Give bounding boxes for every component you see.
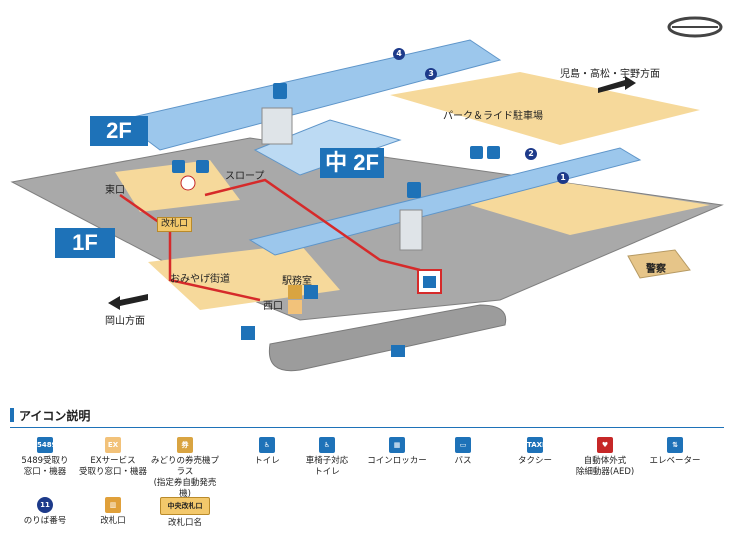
platform-number-4: 4 (393, 48, 405, 60)
aed-icon (180, 175, 196, 191)
toilet-icon: ♿ (259, 437, 275, 453)
legend-item: ♿ トイレ (232, 437, 302, 467)
floor-mid2f-slab (253, 119, 402, 176)
parking-area-lower (470, 175, 710, 235)
police-area (627, 249, 691, 279)
jr-logo-icon (667, 16, 723, 38)
ex-service-icon (288, 300, 302, 314)
legend-label: タクシー (517, 456, 552, 466)
elevator-icon (407, 182, 421, 198)
stairs-lower (399, 209, 423, 251)
platform-number-icon: 11 (37, 497, 53, 513)
gate-icon: ▥ (105, 497, 121, 513)
stairs-upper (261, 107, 293, 145)
platform-number-3: 3 (425, 68, 437, 80)
legend-item: 中央改札口改札口名 (150, 497, 220, 529)
label-omiyage: おみやげ街道 (170, 274, 230, 285)
coin-locker-icon: ▦ (389, 437, 405, 453)
legend-label: 車椅子対応 トイレ (305, 456, 349, 477)
taxi-icon (241, 326, 255, 340)
legend-item: 5489 5489受取り 窓口・機器 (10, 437, 80, 478)
legend-label: エレベーター (649, 456, 701, 466)
elevator-icon (273, 83, 287, 99)
platform-number-2: 2 (525, 148, 537, 160)
label-kojima-direction: 児島・高松・宇野方面 (560, 69, 660, 80)
legend-accent-bar (10, 408, 14, 422)
coin-locker-icon[interactable] (417, 269, 442, 294)
legend-label: コインロッカー (367, 456, 427, 466)
station-map (10, 16, 724, 372)
wheelchair-toilet-icon (487, 146, 500, 159)
ticket-machine-icon: 券 (177, 437, 193, 453)
floor-mid2f-slab-lower (248, 147, 642, 256)
bus-icon: ▭ (455, 437, 471, 453)
legend-item: ▦ コインロッカー (362, 437, 432, 467)
aed-icon: ♥ (597, 437, 613, 453)
5489-icon: 5489 (37, 437, 56, 453)
legend-label: 5489受取り 窓口・機器 (21, 456, 69, 477)
direction-arrow-icon (108, 294, 148, 310)
route-line (119, 178, 421, 302)
bus-icon (391, 345, 405, 357)
legend-label: 改札口 (100, 516, 126, 526)
legend-item: ♥ 自動体外式 除細動器(AED) (570, 437, 640, 478)
legend-label: 自動体外式 除細動器(AED) (575, 456, 635, 477)
label-west-exit: 西口 (263, 301, 283, 312)
direction-arrow-icon (598, 76, 636, 93)
platform-number-1: 1 (557, 172, 569, 184)
bus-platform (268, 304, 507, 372)
floor-badge-mid2f: 中 2F (320, 148, 384, 178)
legend-divider (10, 427, 724, 428)
5489-icon (304, 285, 318, 299)
legend-label: バス (454, 456, 472, 466)
legend-item: ⇅ エレベーター (640, 437, 710, 467)
legend-label: EXサービス 受取り窓口・機器 (78, 456, 147, 477)
label-parking: パーク＆ライド駐車場 (443, 111, 543, 122)
toilet-icon (196, 160, 209, 173)
legend-item: ▭ バス (428, 437, 498, 467)
label-east-exit: 東口 (105, 185, 125, 196)
ex-service-icon: EX (105, 437, 121, 453)
taxi-icon: TAXI (527, 437, 545, 453)
label-station-office: 駅務室 (282, 276, 312, 287)
legend-item: 券みどりの券売機プラス (指定券自動発売機) (150, 437, 220, 500)
legend-title: アイコン説明 (19, 409, 91, 423)
ticket-machine-icon (288, 285, 302, 299)
wheelchair-toilet-icon (172, 160, 185, 173)
toilet-icon (470, 146, 483, 159)
floor-badge-2f: 2F (90, 116, 148, 146)
legend-item: ▥ 改札口 (78, 497, 148, 527)
label-police: 警察 (646, 264, 666, 275)
legend-label: のりば番号 (23, 516, 67, 526)
legend-label: 改札口名 (167, 518, 202, 528)
east-area (115, 160, 240, 212)
label-slope: スロープ (225, 171, 265, 182)
legend-item: ♿ 車椅子対応 トイレ (292, 437, 362, 478)
legend-label: みどりの券売機プラス (指定券自動発売機) (150, 456, 219, 499)
label-gate: 改札口 (157, 217, 193, 232)
floor-badge-1f: 1F (55, 228, 115, 258)
parking-area (390, 72, 700, 145)
elevator-icon: ⇅ (667, 437, 683, 453)
legend-item: TAXI タクシー (500, 437, 570, 467)
label-okayama-direction: 岡山方面 (105, 316, 145, 327)
legend-item: 11 のりば番号 (10, 497, 80, 527)
wheelchair-toilet-icon: ♿ (319, 437, 335, 453)
legend-label: トイレ (254, 456, 280, 466)
gate-name-icon: 中央改札口 (160, 497, 210, 515)
legend-item: EX EXサービス 受取り窓口・機器 (78, 437, 148, 478)
